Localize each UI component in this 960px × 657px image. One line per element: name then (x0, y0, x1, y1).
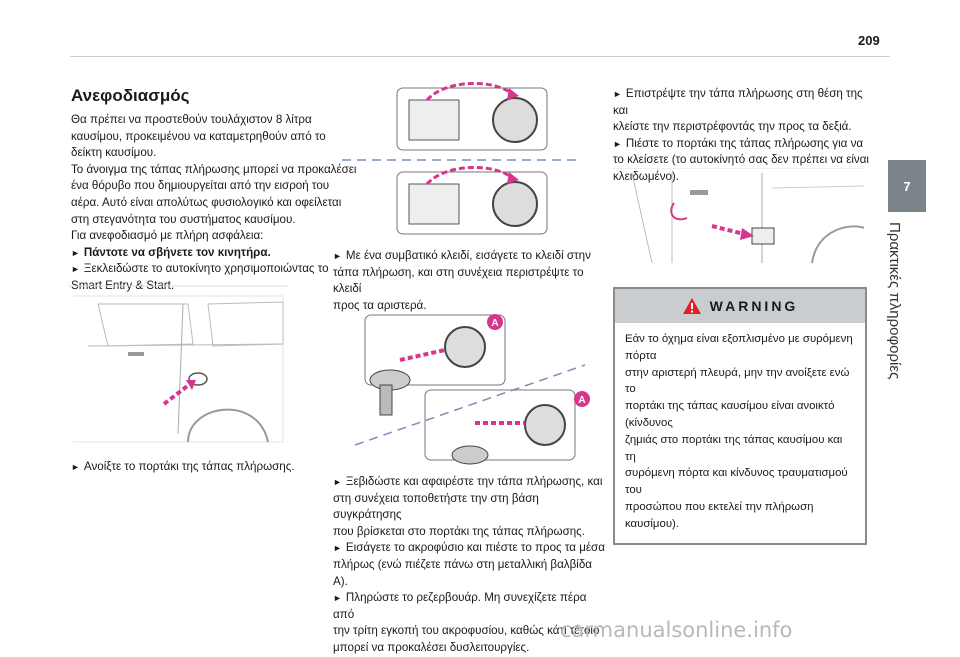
chapter-label-text: Πρακτικές πληροφορίες (886, 222, 903, 380)
chapter-label: Πρακτικές πληροφορίες (878, 222, 916, 379)
step-text-cont: κλειδωμένο). (613, 169, 680, 183)
step-arrow-icon: ► (333, 477, 342, 487)
warning-line: ζημιάς στο πορτάκι της τάπας καυσίμου κα… (625, 433, 843, 463)
warning-line: πορτάκι της τάπας καυσίμου είναι ανοικτό… (625, 400, 835, 429)
step-text: Πάντοτε να σβήνετε τον κινητήρα. (83, 245, 271, 259)
label-a: A (491, 318, 498, 329)
step-arrow-icon: ► (333, 543, 342, 554)
intro-line: στη στεγανότητα του συστήματος καυσίμου. (71, 212, 296, 226)
nozzle-illustration: A A (354, 314, 590, 465)
step-text: Πιέστε το πορτάκι της τάπας πλήρωσης για… (625, 136, 864, 150)
warning-body: Εάν το όχημα είναι εξοπλισμένο με συρόμε… (615, 323, 865, 543)
key-instructions: ►Με ένα συμβατικό κλειδί, εισάγετε το κλ… (333, 248, 603, 314)
chapter-tab[interactable]: 7 (888, 160, 926, 212)
warning-triangle-icon (682, 298, 701, 314)
column-1: Ανεφοδιασμός Θα πρέπει να προστεθούν του… (71, 86, 361, 295)
step-arrow-icon: ► (333, 593, 342, 604)
step-text: Επιστρέψτε την τάπα πλήρωσης στη θέση τη… (613, 87, 863, 117)
intro-line: Το άνοιγμα της τάπας πλήρωσης μπορεί να … (71, 162, 357, 176)
intro-line: δείκτη καυσίμου. (71, 146, 157, 160)
page-number: 209 (858, 33, 880, 48)
step-text: Εισάγετε το ακροφύσιο και πιέστε το προς… (345, 541, 605, 555)
step-text-cont: κλείστε την περιστρέφοντάς την προς τα δ… (613, 120, 852, 134)
warning-line: Εάν το όχημα είναι εξοπλισμένο με συρόμε… (625, 333, 853, 362)
step-text: Ξεκλειδώστε το αυτοκίνητο χρησιμοποιώντα… (83, 262, 329, 276)
step-text: Πληρώστε το ρεζερβουάρ. Μη συνεχίζετε πέ… (333, 591, 587, 621)
step-text-cont: το κλείσετε (το αυτοκίνητό σας δεν πρέπε… (613, 153, 870, 167)
step-stop-engine: ►Πάντοτε να σβήνετε τον κινητήρα. (71, 245, 361, 262)
step-unlock-cont: Smart Entry & Start. (71, 278, 175, 292)
step-text-cont: στη συνέχεια τοποθετήστε την στη βάση συ… (333, 491, 539, 522)
label-a-2: A (578, 395, 585, 406)
intro-line: Θα πρέπει να προστεθούν τουλάχιστον 8 λί… (71, 113, 312, 126)
van-illustration (68, 285, 288, 443)
header-rule (70, 56, 890, 57)
step-text-cont: πλήρως (ενώ πιέζετε πάνω στη μεταλλική β… (333, 557, 592, 588)
intro-line: Για ανεφοδιασμό με πλήρη ασφάλεια: (71, 229, 264, 243)
step-text: Ξεβιδώστε και αφαιρέστε την τάπα πλήρωση… (345, 475, 603, 488)
step-arrow-icon: ► (333, 251, 342, 261)
step-arrow-icon: ► (71, 462, 80, 472)
step-arrow-icon: ► (613, 89, 622, 99)
step-text-cont: μπορεί να προκαλέσει δυσλειτουργίες. (333, 640, 530, 654)
footer-watermark: carmanualsonline.info (560, 618, 793, 642)
step-arrow-icon: ► (71, 247, 80, 258)
intro-line: ένα θόρυβο που δημιουργείται από την εισ… (71, 179, 330, 193)
step-arrow-icon: ► (613, 138, 622, 149)
step-text-cont: την τρίτη εγκοπή του ακροφυσίου, καθώς κ… (333, 624, 600, 638)
intro-text: Θα πρέπει να προστεθούν τουλάχιστον 8 λί… (71, 112, 361, 295)
step-unlock: ►Ξεκλειδώστε το αυτοκίνητο χρησιμοποιώντ… (71, 261, 361, 278)
key-cap-illustration (342, 81, 582, 235)
warning-title: WARNING (709, 298, 799, 314)
caption-text: Ανοίξτε το πορτάκι της τάπας πλήρωσης. (83, 460, 295, 473)
warning-header: WARNING (615, 289, 865, 323)
step-text-cont: τάπα πλήρωση, και στη συνέχεια περιστρέψ… (333, 265, 584, 296)
closing-steps: ►Επιστρέψτε την τάπα πλήρωσης στη θέση τ… (613, 86, 873, 186)
step-text: Με ένα συμβατικό κλειδί, εισάγετε το κλε… (345, 249, 591, 262)
close-flap-illustration (612, 168, 864, 264)
intro-line: αέρα. Αυτό είναι απολύτως φυσιολογικό κα… (71, 195, 342, 209)
caption-open-flap: ►Ανοίξτε το πορτάκι της τάπας πλήρωσης. (71, 459, 361, 476)
step-text-cont: προς τα αριστερά. (333, 298, 427, 312)
section-title: Ανεφοδιασμός (71, 86, 190, 105)
warning-line: προσώπου που εκτελεί την πλήρωση καυσίμο… (625, 500, 814, 530)
step-arrow-icon: ► (71, 264, 80, 275)
step-text-cont: που βρίσκεται στο πορτάκι της τάπας πλήρ… (333, 524, 585, 538)
warning-box: WARNING Εάν το όχημα είναι εξοπλισμένο μ… (613, 287, 867, 545)
warning-line: στην αριστερή πλευρά, μην την ανοίξετε ε… (625, 366, 850, 396)
warning-line: συρόμενη πόρτα και κίνδυνος τραυματισμού… (625, 467, 848, 497)
intro-line: καυσίμου, προκειμένου να καταμετρηθούν α… (71, 129, 326, 143)
